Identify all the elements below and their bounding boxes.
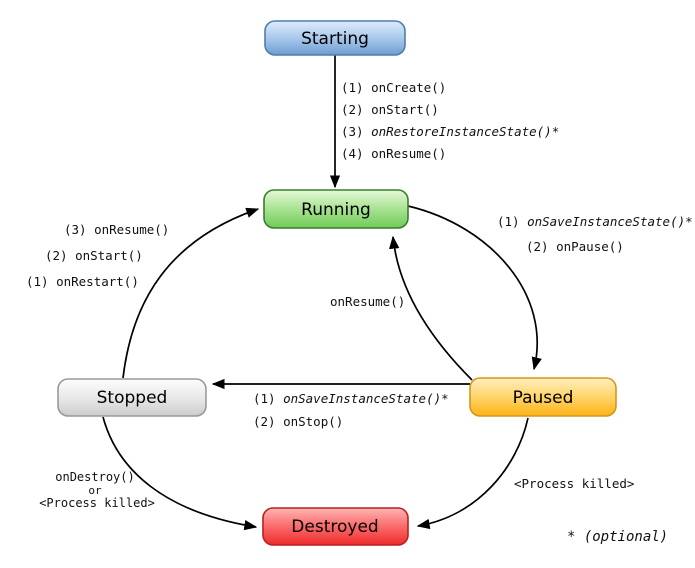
label-fn: onSaveInstanceState()* — [527, 214, 693, 229]
label-prefix: (1) — [497, 214, 520, 229]
label-prefix: (1) — [341, 80, 364, 95]
label-fn: onRestart() — [56, 274, 139, 289]
state-paused-label: Paused — [513, 388, 574, 408]
label-stopped-to-running: (3) onResume() (2) onStart() (1) onRestart(… — [26, 222, 169, 289]
label-or: or — [88, 484, 102, 497]
label-onstop: (2) onStop() — [253, 414, 343, 429]
state-starting-label: Starting — [301, 29, 369, 49]
label-fn: onRestoreInstanceState()* — [371, 124, 559, 139]
label-onresume-middle: onResume() — [330, 294, 405, 309]
label-prefix: (3) — [341, 124, 364, 139]
state-nodes: Starting Running Stopped Paused Destroye… — [57, 20, 617, 546]
state-starting — [264, 20, 406, 56]
footnote-optional: * (optional) — [567, 529, 668, 545]
label-starting-to-running: (1) onCreate() (2) onStart() (3) onRestoreI… — [341, 80, 559, 161]
label-fn: onStop() — [283, 414, 343, 429]
state-stopped — [57, 378, 207, 417]
label-prefix: (2) — [253, 414, 276, 429]
state-destroyed — [262, 507, 409, 546]
label-onsaveinstancestate-right: (1) onSaveInstanceState()* — [497, 214, 693, 229]
arrow-paused-to-destroyed — [416, 417, 529, 530]
label-process-killed-left: <Process killed> — [39, 496, 155, 510]
label-fn: onCreate() — [371, 80, 446, 95]
label-stopped-to-destroyed: onDestroy() or <Process killed> — [39, 470, 155, 510]
state-running — [263, 189, 409, 229]
label-onrestart: (1) onRestart() — [26, 274, 139, 289]
label-prefix: (1) — [253, 391, 276, 406]
label-onpause: (2) onPause() — [526, 239, 624, 254]
label-prefix: (1) — [26, 274, 49, 289]
footnote-star: * — [567, 529, 575, 545]
label-prefix: (2) — [341, 102, 364, 117]
state-running-label: Running — [301, 200, 371, 220]
label-fn: onSaveInstanceState()* — [283, 391, 449, 406]
label-prefix: (4) — [341, 146, 364, 161]
label-fn: onResume() — [371, 146, 446, 161]
label-onresume-top: (4) onResume() — [341, 146, 446, 161]
label-fn: onPause() — [556, 239, 624, 254]
label-prefix: (2) — [45, 248, 68, 263]
state-stopped-label: Stopped — [97, 388, 168, 408]
arrow-running-to-paused — [407, 205, 542, 371]
label-fn: onStart() — [371, 102, 439, 117]
label-onstart-top: (2) onStart() — [341, 102, 439, 117]
label-onstart-left: (2) onStart() — [45, 248, 143, 263]
label-process-killed-right: <Process killed> — [514, 476, 634, 491]
label-ondestroy: onDestroy() — [55, 470, 134, 484]
arrow-stopped-to-running — [122, 207, 260, 379]
footnote-text: (optional) — [584, 529, 668, 545]
label-onrestoreinstancestate: (3) onRestoreInstanceState()* — [341, 124, 559, 139]
label-oncreate: (1) onCreate() — [341, 80, 446, 95]
label-onresume-left: (3) onResume() — [64, 222, 169, 237]
label-onsaveinstancestate-bottom: (1) onSaveInstanceState()* — [253, 391, 449, 406]
transition-arrows — [102, 55, 542, 531]
label-running-to-paused: (1) onSaveInstanceState()* (2) onPause() — [497, 214, 693, 254]
arrow-stopped-to-destroyed — [102, 416, 258, 531]
state-paused — [469, 377, 617, 417]
label-prefix: (3) — [64, 222, 87, 237]
label-fn: onStart() — [75, 248, 143, 263]
state-destroyed-label: Destroyed — [291, 517, 378, 537]
label-fn: onResume() — [94, 222, 169, 237]
arrow-paused-to-running — [389, 235, 473, 381]
label-paused-to-stopped: (1) onSaveInstanceState()* (2) onStop() — [253, 391, 449, 429]
label-prefix: (2) — [526, 239, 549, 254]
